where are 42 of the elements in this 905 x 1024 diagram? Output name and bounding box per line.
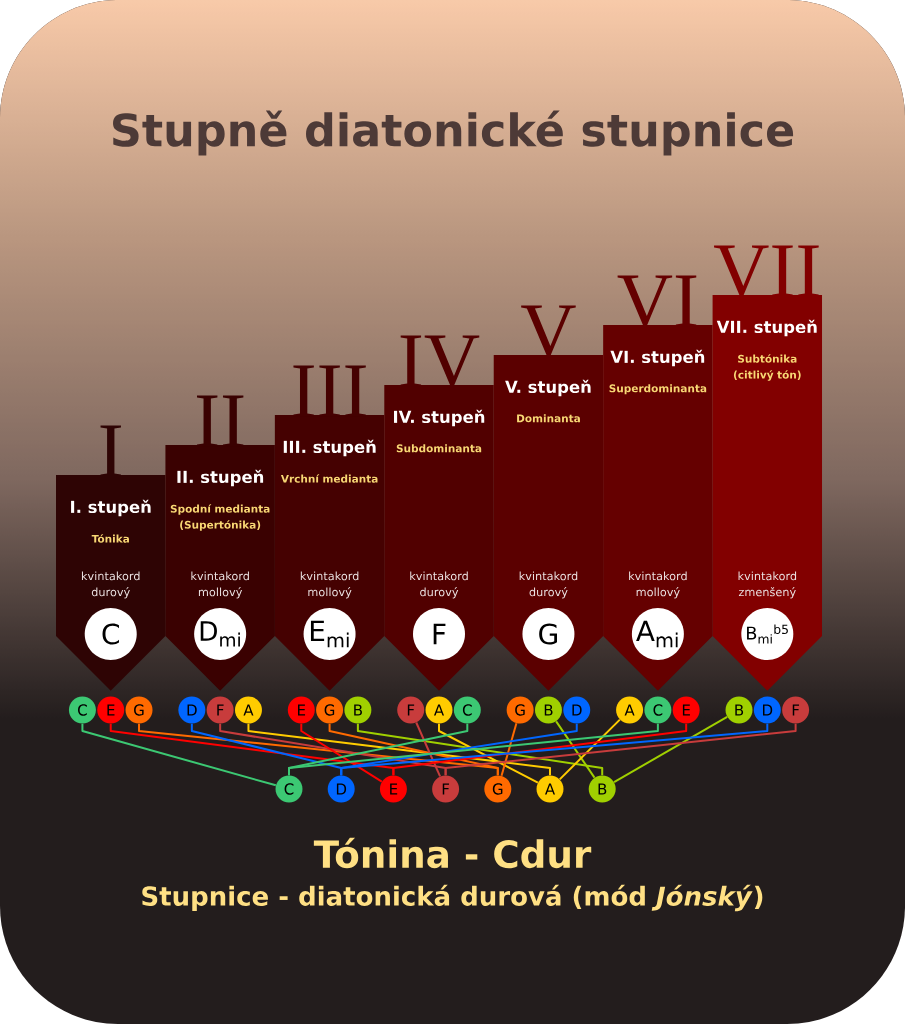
- connector-line: [288, 722, 659, 777]
- heading: II. stupeň: [177, 469, 264, 487]
- connector-line: [415, 721, 442, 778]
- subtitle: Stupnice - diatonická durová (mód Jónský): [142, 884, 763, 912]
- connector-line: [300, 722, 383, 783]
- chord-type-text: kvintakord durový: [519, 571, 578, 599]
- connector-line: [438, 722, 539, 784]
- heading: VII. stupeň: [716, 319, 817, 337]
- heading: Tónina - Cdur: [313, 837, 592, 869]
- connector-line: [247, 722, 551, 777]
- roman-numeral: IV: [400, 335, 480, 388]
- subheading: Superdominanta: [609, 384, 707, 395]
- subheading: Dominanta: [517, 414, 580, 423]
- connector-line: [444, 722, 797, 777]
- subheading: Tónika: [91, 534, 129, 543]
- heading: VI. stupeň: [610, 349, 705, 367]
- subheading: Vrchní medianta: [280, 474, 378, 483]
- heading: IV. stupeň: [394, 409, 485, 427]
- subheading: Spodní medianta (Supertónika): [170, 504, 270, 531]
- chord-type-text: kvintakord durový: [410, 571, 468, 599]
- chord-type-text: kvintakord mollový: [629, 571, 687, 599]
- connector-line: [500, 722, 518, 777]
- chord-type-text: kvintakord mollový: [300, 571, 359, 599]
- heading: III. stupeň: [283, 439, 376, 457]
- chord-type-text: kvintakord zmenšený: [738, 571, 797, 599]
- connector-line: [81, 722, 277, 787]
- chord-type-text: kvintakord mollový: [191, 571, 249, 599]
- connector-line: [613, 715, 729, 784]
- subheading: Subdominanta: [396, 444, 482, 453]
- connector-line: [555, 720, 596, 779]
- roman-numeral: VI: [617, 275, 697, 328]
- connector-line: [392, 722, 688, 777]
- chord-type-text: kvintakord durový: [81, 571, 140, 599]
- connector-line: [356, 722, 604, 777]
- connector-line: [340, 722, 769, 777]
- title: Stupně diatonické stupnice: [113, 110, 794, 156]
- connector-line: [328, 722, 499, 777]
- connector-line: [558, 718, 621, 781]
- heading: I. stupeň: [71, 499, 151, 517]
- roman-numeral: V: [521, 305, 576, 358]
- subheading: Subtónika (citlivý tón): [733, 354, 801, 381]
- heading: V. stupeň: [505, 379, 591, 397]
